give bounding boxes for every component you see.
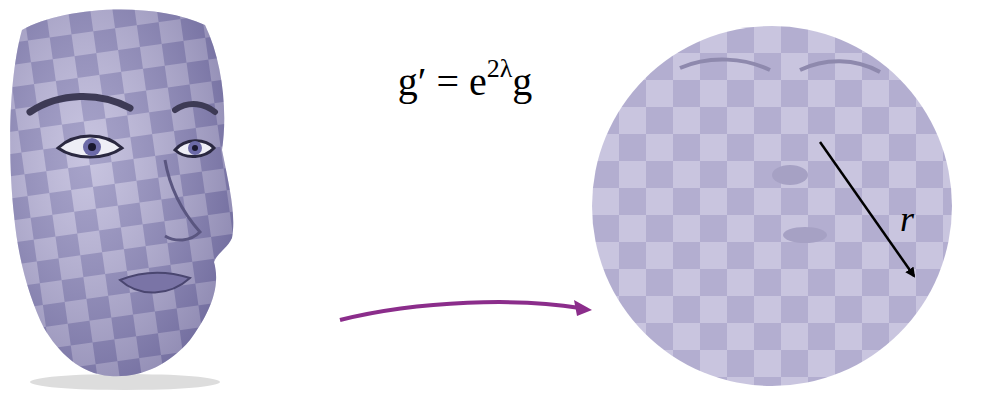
radius-label: r — [900, 198, 914, 240]
formula-text: g′ = e — [398, 58, 487, 105]
transform-arrow — [340, 302, 580, 320]
conformal-formula: g′ = e2λg — [398, 58, 533, 105]
face-illustration — [10, 10, 233, 390]
arrow-head — [574, 300, 592, 316]
formula-text: g — [512, 58, 532, 105]
formula-exponent: 2λ — [487, 54, 513, 84]
disk-illustration — [592, 26, 952, 386]
